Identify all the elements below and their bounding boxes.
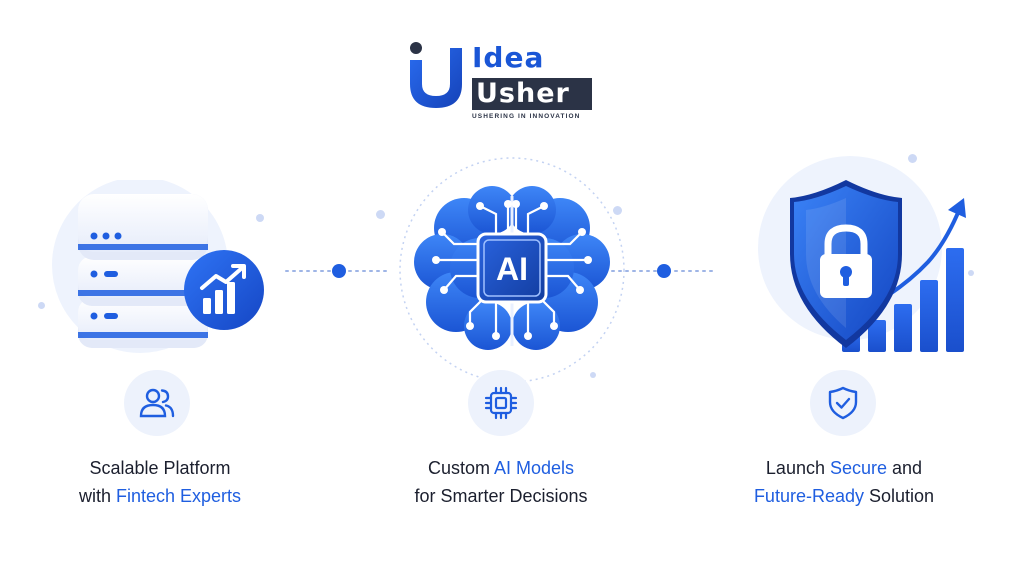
brand-logo: Idea Usher USHERING IN INNOVATION — [404, 40, 600, 122]
caption-text: with — [78, 486, 116, 506]
connector-left — [285, 264, 389, 278]
brand-tagline: USHERING IN INNOVATION — [472, 113, 581, 120]
brand-logo-mark-icon — [410, 42, 462, 108]
feature-icon-ai — [468, 370, 534, 436]
ai-chip-label: AI — [496, 251, 528, 287]
server-stack-icon — [78, 194, 208, 348]
caption-highlight: Secure — [829, 458, 888, 478]
feature-caption-security: Launch Secure and Future-Ready Solution — [694, 454, 994, 510]
caption-line-1: Scalable Platform — [10, 454, 310, 482]
feature-icon-platform — [124, 370, 190, 436]
feature-caption-ai: Custom AI Models for Smarter Decisions — [351, 454, 651, 510]
growth-chart-badge-icon — [184, 250, 264, 330]
decor-dot — [590, 372, 596, 378]
caption-line-1: Custom AI Models — [351, 454, 651, 482]
decor-dot — [968, 270, 974, 276]
caption-highlight: Fintech Experts — [115, 486, 242, 506]
decor-dot — [38, 302, 45, 309]
caption-text: Solution — [864, 486, 935, 506]
caption-line-2: Future-Ready Solution — [694, 482, 994, 510]
caption-highlight: AI Models — [493, 458, 575, 478]
ai-brain-illustration: AI — [399, 157, 625, 383]
feature-icon-security — [810, 370, 876, 436]
connector-right — [611, 264, 715, 278]
server-stack-illustration — [52, 180, 264, 353]
caption-highlight: Future-Ready — [753, 486, 864, 506]
caption-text: Launch — [765, 458, 830, 478]
feature-caption-platform: Scalable Platform with Fintech Experts — [10, 454, 310, 510]
caption-text: Scalable Platform — [89, 458, 231, 478]
decor-dot — [613, 206, 622, 215]
users-icon — [139, 388, 175, 418]
security-growth-illustration — [758, 156, 966, 352]
decor-dot — [376, 210, 385, 219]
brand-name-bottom: Usher — [472, 78, 592, 110]
caption-text: Custom — [427, 458, 494, 478]
security-shield-lock-icon — [790, 180, 902, 348]
decor-dot — [908, 154, 917, 163]
caption-line-2: for Smarter Decisions — [351, 482, 651, 510]
caption-line-2: with Fintech Experts — [10, 482, 310, 510]
caption-line-1: Launch Secure and — [694, 454, 994, 482]
shield-check-icon — [828, 386, 858, 420]
rising-bar-chart-icon — [838, 198, 966, 352]
caption-text: and — [887, 458, 923, 478]
brand-name-top: Idea — [472, 41, 545, 74]
ai-brain-icon — [414, 186, 610, 350]
decor-dot — [256, 214, 264, 222]
caption-text: for Smarter Decisions — [414, 486, 588, 506]
cpu-chip-icon — [484, 386, 518, 420]
